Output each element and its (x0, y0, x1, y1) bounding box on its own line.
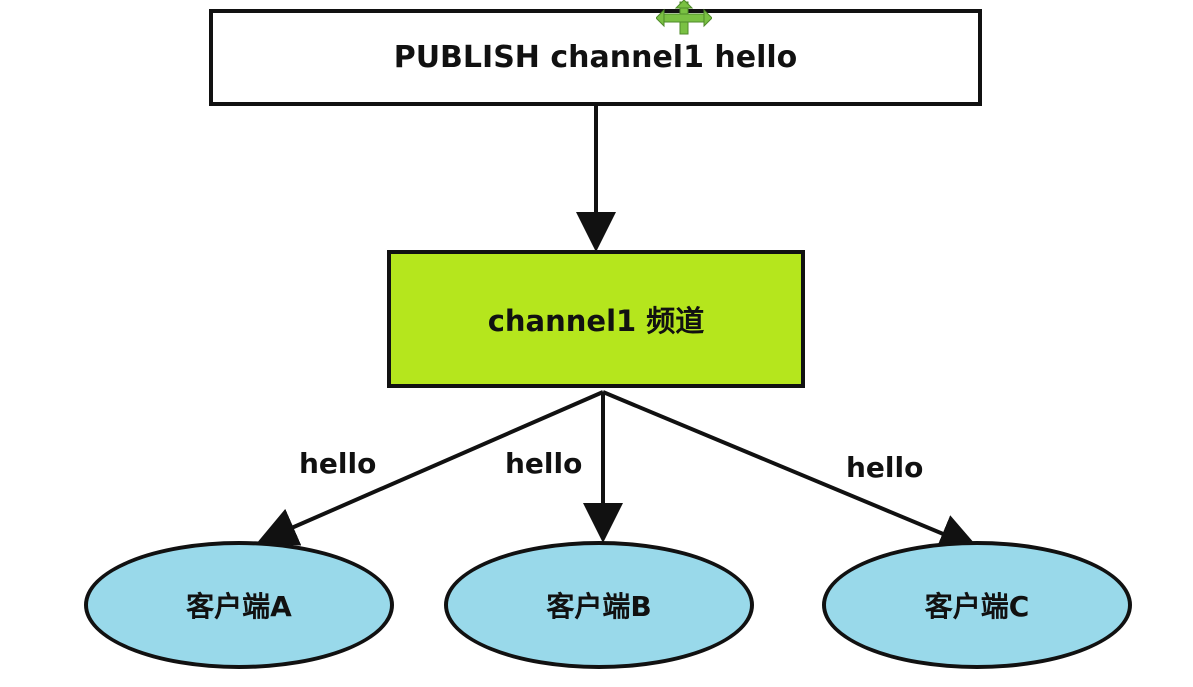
publish-command-text: PUBLISH channel1 hello (393, 40, 798, 75)
channel-label: channel1 频道 (487, 304, 705, 338)
arrow-channel-to-client-a (256, 390, 604, 546)
publish-command-box: PUBLISH channel1 hello (209, 9, 982, 106)
client-b-node: 客户端B (444, 541, 754, 669)
edge-label-client-b: hello (505, 447, 583, 480)
client-b-label: 客户端B (546, 590, 652, 623)
client-a-node: 客户端A (84, 541, 394, 669)
edge-label-client-a: hello (299, 447, 377, 480)
client-a-label: 客户端A (186, 590, 292, 623)
client-c-node: 客户端C (822, 541, 1132, 669)
client-c-label: 客户端C (924, 590, 1030, 623)
channel-box: channel1 频道 (387, 250, 805, 388)
edge-label-client-c: hello (846, 451, 924, 484)
arrow-channel-to-client-c (602, 390, 980, 553)
move-icon[interactable] (656, 0, 712, 36)
